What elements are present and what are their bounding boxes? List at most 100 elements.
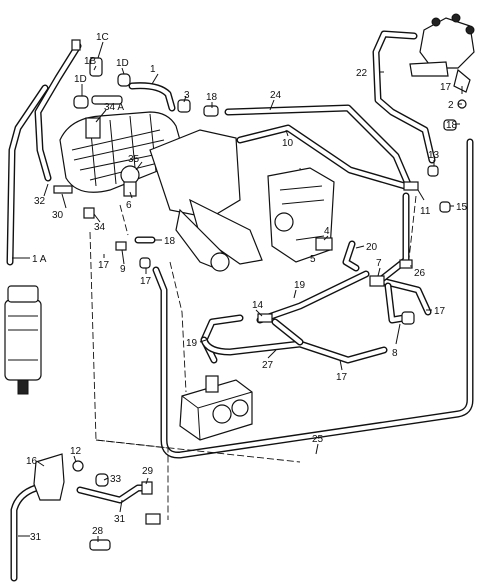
hose-piece-1b (91, 95, 123, 105)
clamp-1d-b (73, 95, 89, 109)
callout-31-left: 31 (30, 532, 42, 543)
callout-33: 33 (110, 474, 122, 485)
head-port (274, 212, 294, 232)
clamp-33 (95, 473, 109, 487)
leader-27 (267, 349, 277, 359)
hose-piece-30 (53, 185, 73, 194)
leader-3 (183, 95, 187, 103)
bracket-16 (33, 453, 65, 501)
callout-27: 27 (262, 360, 274, 371)
leader-12 (73, 455, 77, 463)
callout-12: 12 (70, 446, 82, 457)
callout-9: 9 (120, 264, 126, 275)
fittings (33, 39, 457, 551)
callout-labels: 1C 1B 1D 1D 1 34 A 3 18 24 10 22 17 2 18… (26, 32, 468, 543)
intake-manifold (59, 111, 335, 272)
dash-line-left (89, 231, 301, 463)
callout-17-mid: 17 (140, 276, 152, 287)
hose-32 (35, 43, 81, 181)
callout-18-right: 18 (446, 120, 458, 131)
filter-8 (401, 311, 415, 325)
dash-line-mid (169, 261, 187, 393)
leader-lines (12, 41, 463, 542)
fitting-29 (141, 481, 153, 495)
leader-16 (37, 461, 45, 467)
leader-10 (285, 129, 289, 137)
head-details (279, 185, 325, 241)
manifold-ribs-v (89, 113, 157, 187)
callout-22: 22 (356, 68, 368, 79)
leader-34a (95, 109, 107, 123)
leader-11 (417, 189, 425, 201)
dash-line-right (407, 195, 417, 269)
callout-13: 13 (428, 150, 440, 161)
callout-7: 7 (376, 258, 382, 269)
callout-35: 35 (128, 154, 140, 165)
vacuum-unit (453, 68, 471, 93)
connector-13 (427, 165, 439, 177)
hose-1-outline (128, 82, 176, 112)
callout-19: 19 (294, 280, 306, 291)
dashed-guide-lines (89, 167, 417, 520)
leader-6 (129, 191, 133, 199)
callout-28: 28 (92, 526, 104, 537)
leader-1b (93, 65, 97, 71)
leader-4 (323, 235, 329, 241)
dash-line-bottom (95, 439, 169, 520)
canister-cap (7, 285, 39, 303)
connector-9 (115, 241, 127, 251)
callout-10: 10 (282, 138, 294, 149)
leader-31-right (119, 499, 123, 513)
connector-14 (257, 313, 273, 323)
callout-30: 30 (52, 210, 64, 221)
hose-10 (237, 125, 408, 189)
hose-31-left (11, 485, 39, 581)
valve-4 (315, 237, 333, 251)
hose-19-upper (257, 271, 369, 323)
clamp-17 (139, 257, 151, 269)
callout-29: 29 (142, 466, 154, 477)
nut-12 (72, 460, 84, 472)
leader-34 (93, 213, 101, 223)
callout-3: 3 (184, 90, 190, 101)
hose-26 (375, 193, 409, 285)
valve-edges (181, 391, 253, 441)
clamp-1d (117, 73, 131, 87)
dist-post-3 (465, 25, 475, 35)
charcoal-canister (4, 285, 42, 395)
dist-post-2 (451, 13, 461, 23)
control-valve-assembly (179, 375, 253, 441)
callout-24: 24 (270, 90, 282, 101)
callout-17-right: 17 (434, 306, 446, 317)
callout-16: 16 (26, 456, 38, 467)
callout-26: 26 (414, 268, 426, 279)
clamp-18 (203, 105, 219, 117)
hose-24 (225, 105, 411, 187)
fitting-28 (89, 539, 111, 551)
callout-1: 1 (150, 64, 156, 75)
connector-34 (83, 207, 95, 219)
callout-34a: 34 A (104, 102, 124, 113)
leader-1 (151, 73, 159, 85)
manifold-valve-34a (85, 117, 101, 139)
connector-15 (439, 201, 451, 213)
hose-20 (343, 241, 359, 271)
throttle-body (149, 129, 241, 219)
leader-19 (293, 289, 297, 299)
callout-11: 11 (420, 206, 431, 217)
callout-1a: 1 A (32, 254, 47, 265)
hose-1 (129, 83, 175, 111)
hose-27b (272, 319, 303, 345)
leader-8 (395, 323, 401, 345)
leader-33 (103, 477, 109, 481)
leader-1d (121, 67, 125, 75)
callout-18-mid: 18 (164, 236, 176, 247)
dist-post-1 (431, 17, 441, 27)
callout-17-bottom: 17 (336, 372, 348, 383)
leader-20 (355, 245, 365, 249)
connector-11 (403, 181, 419, 191)
leader-17-bottom (339, 359, 343, 371)
callout-34: 34 (94, 222, 106, 233)
leader-29 (145, 477, 149, 485)
